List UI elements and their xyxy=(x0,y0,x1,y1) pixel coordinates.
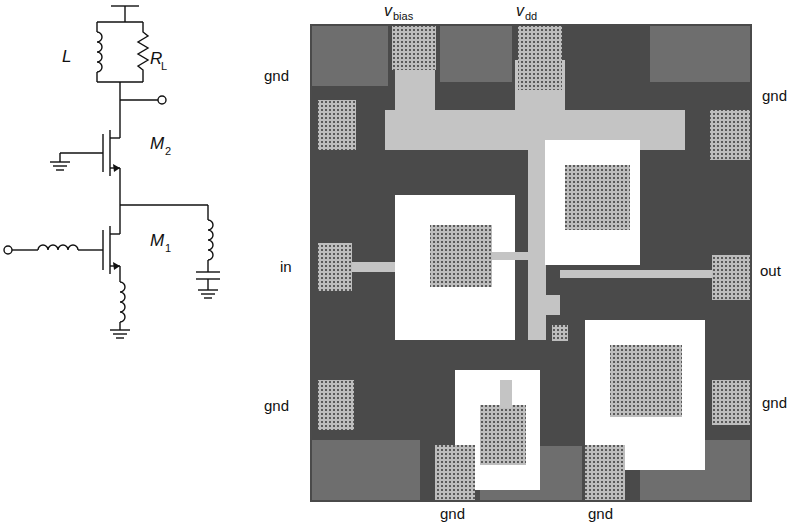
pin-name: v xyxy=(516,3,524,19)
pad-name: gnd xyxy=(440,506,465,521)
pad-name: gnd xyxy=(588,506,613,521)
subscript: 1 xyxy=(165,243,171,254)
pad-name: out xyxy=(760,263,781,278)
subscript: 2 xyxy=(165,146,171,157)
pad-name: gnd xyxy=(762,88,787,103)
pad-name: gnd xyxy=(264,398,289,413)
inductor-label: L xyxy=(62,48,71,65)
subscript: L xyxy=(161,61,167,72)
pad-name: in xyxy=(280,259,292,274)
transistor-label: M xyxy=(150,135,164,152)
subscript: bias xyxy=(393,11,413,22)
pad-name: gnd xyxy=(762,395,787,410)
subscript: dd xyxy=(525,11,537,22)
pad-name: gnd xyxy=(264,68,289,83)
transistor-label: M xyxy=(150,232,164,249)
pin-name: v xyxy=(384,3,392,19)
resistor-label: R xyxy=(150,50,162,67)
